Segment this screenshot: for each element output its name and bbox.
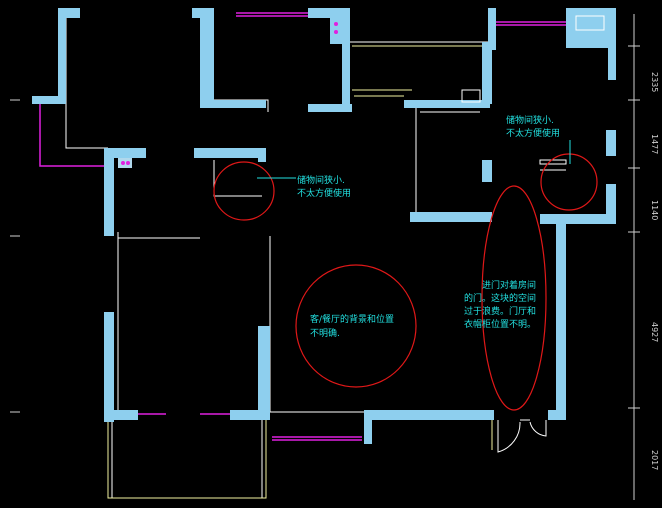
sink-icon (461, 89, 481, 103)
leader-lines (257, 140, 571, 179)
dim-label: 4927 (650, 322, 659, 342)
annotation-circle-storage-left (213, 161, 275, 221)
annotation-circle-storage-right (540, 153, 598, 211)
fixture-icon (334, 22, 338, 26)
dim-label: 2335 (650, 72, 659, 92)
dim-label: 1477 (650, 134, 659, 154)
annotation-line: 进门对着房间 (482, 279, 536, 291)
dimension-labels: 2335 1477 1140 4927 2017 (650, 72, 659, 470)
annotation-line: 衣帽柜位置不明。 (464, 318, 536, 330)
annotation-circle-living (295, 264, 417, 388)
annotation-ellipse-entry (481, 185, 547, 411)
annotation-storage-left: 储物间狭小. 不太方便使用 (297, 174, 351, 199)
entrance-door-icon (497, 419, 547, 453)
annotation-line: 过于浪费。门厅和 (464, 305, 536, 317)
fixture-icon (126, 161, 130, 165)
dim-label: 2017 (650, 450, 659, 470)
annotation-line: 不明确. (310, 327, 340, 339)
bathtub-icon (575, 15, 605, 31)
annotation-line: 不太方便使用 (506, 127, 560, 139)
annotation-line: 不太方便使用 (297, 187, 351, 199)
annotation-line: 储物间狭小. (297, 174, 345, 186)
annotation-entry: 进门对着房间 的门。这块的空间 过于浪费。门厅和 衣帽柜位置不明。 (464, 279, 536, 330)
annotation-line: 储物间狭小. (506, 114, 554, 126)
fixture-icon (121, 161, 125, 165)
annotation-marks (213, 153, 598, 411)
dim-label: 1140 (650, 200, 659, 220)
shelf-icon (539, 159, 567, 165)
annotation-line: 客/餐厅的背景和位置 (310, 313, 394, 325)
fixtures (121, 15, 605, 171)
annotation-storage-right: 储物间狭小. 不太方便使用 (506, 114, 560, 139)
dimension-lines (10, 14, 640, 500)
walls (32, 8, 616, 444)
annotation-living: 客/餐厅的背景和位置 不明确. (310, 313, 394, 339)
yellow-lines (107, 45, 493, 499)
fixture-icon (334, 30, 338, 34)
annotation-line: 的门。这块的空间 (464, 292, 536, 304)
window-lines (39, 12, 566, 441)
